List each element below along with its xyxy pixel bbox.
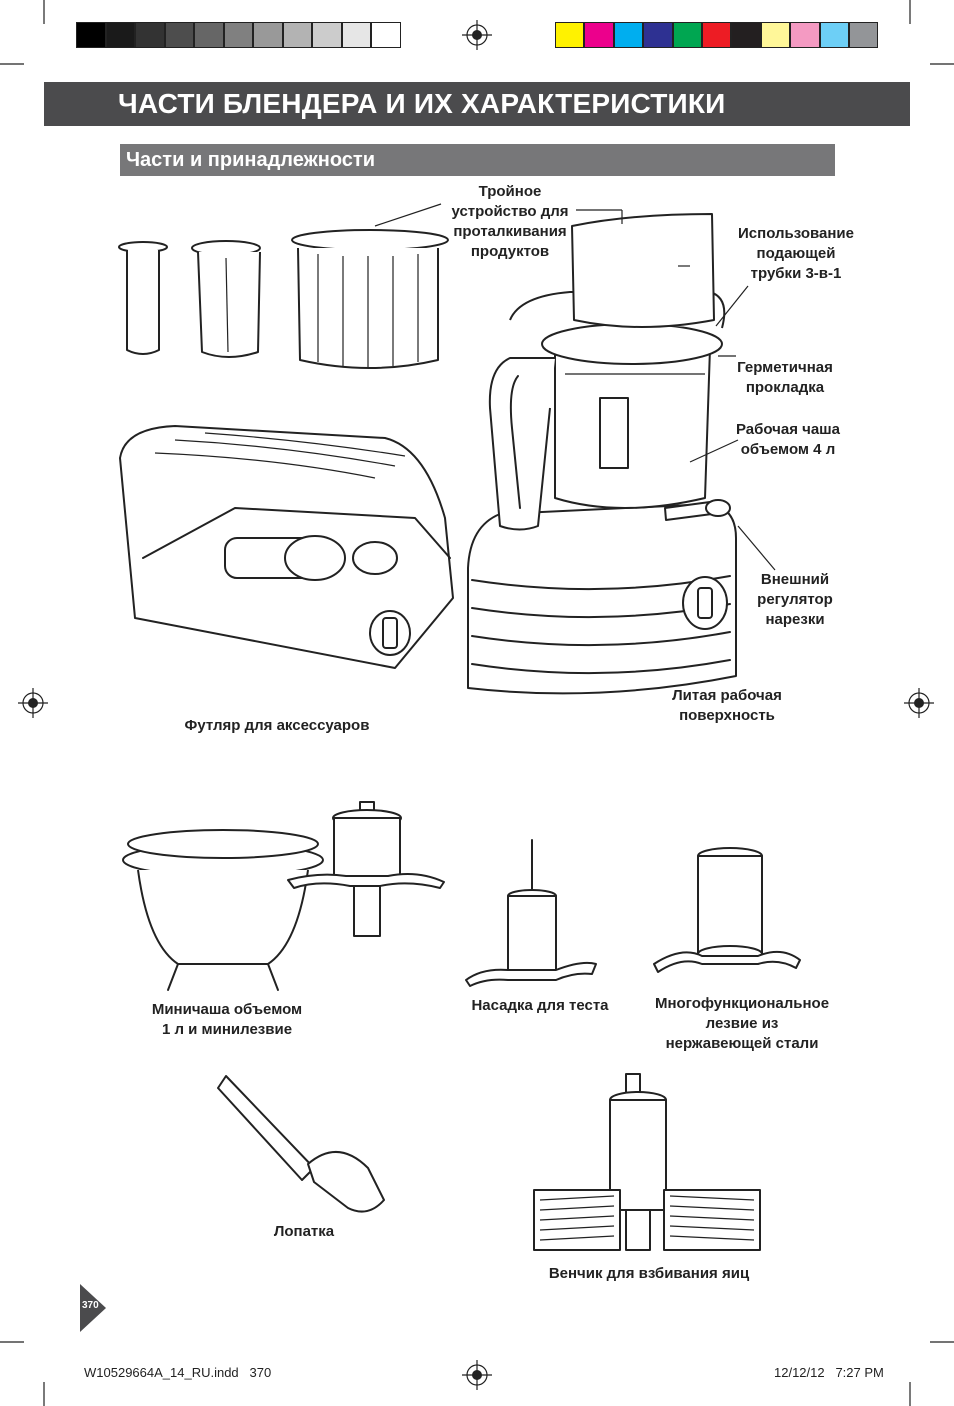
registration-target-icon [904, 688, 934, 718]
pusher-small-illustration [118, 241, 168, 355]
mini-bowl-illustration [122, 801, 445, 991]
color-swatch [223, 22, 253, 48]
label-feed-tube: Использование подающей трубки 3-в-1 [738, 225, 854, 282]
pusher-leader-line [374, 203, 442, 227]
accessory-case-illustration [119, 425, 454, 669]
multi-blade-illustration [653, 847, 801, 973]
color-swatch [555, 22, 585, 48]
registration-target-icon [462, 1360, 492, 1390]
color-swatch [702, 22, 732, 48]
label-seal: Герметичная прокладка [737, 359, 833, 396]
color-swatch [105, 22, 135, 48]
label-pusher: Тройное устройство для проталкивания про… [451, 183, 569, 260]
color-swatch [584, 22, 614, 48]
color-swatch [643, 22, 673, 48]
label-mini-bowl: Миничаша объемом 1 л и минилезвие [151, 1001, 303, 1038]
page-number: 370 [82, 1300, 99, 1311]
food-processor-illustration [467, 213, 737, 695]
footer-date: 12/12/12 7:27 PM [774, 1365, 884, 1380]
pusher-large-illustration [291, 229, 449, 369]
color-swatch [613, 22, 644, 48]
footer-file: W10529664A_14_RU.indd 370 [84, 1365, 272, 1380]
color-swatch [76, 22, 106, 48]
label-slicing-control: Внешний регулятор нарезки [757, 571, 833, 628]
spatula-illustration [217, 1075, 385, 1213]
dough-blade-illustration [465, 839, 597, 987]
label-whisk: Венчик для взбивания яиц [548, 1265, 750, 1282]
whisk-illustration [533, 1073, 761, 1251]
color-swatch [253, 22, 283, 48]
label-dough-blade: Насадка для теста [471, 997, 609, 1014]
section-title: Части и принадлежности [120, 144, 835, 176]
color-swatch [341, 22, 371, 48]
color-swatch [135, 22, 165, 48]
pusher-medium-illustration [191, 240, 261, 358]
color-swatch [371, 22, 401, 48]
color-swatch [849, 22, 879, 48]
color-swatch [790, 22, 820, 48]
color-swatch [164, 22, 194, 48]
label-base: Литая рабочая поверхность [672, 687, 782, 724]
color-swatch [760, 22, 791, 48]
color-swatch [282, 22, 312, 48]
label-case: Футляр для аксессуаров [184, 717, 370, 734]
color-swatch [194, 22, 224, 48]
label-spatula: Лопатка [273, 1223, 335, 1240]
color-swatch [819, 22, 849, 48]
registration-target-icon [18, 688, 48, 718]
color-swatch [312, 22, 342, 48]
color-swatch [672, 22, 702, 48]
page-number-tab [80, 1284, 106, 1332]
color-swatch [731, 22, 761, 48]
page-title: ЧАСТИ БЛЕНДЕРА И ИХ ХАРАКТЕРИСТИКИ [44, 82, 910, 126]
label-multi-blade: Многофункциональное лезвие из нержавеюще… [654, 995, 830, 1052]
registration-target-icon [462, 20, 492, 50]
label-bowl: Рабочая чаша объемом 4 л [735, 421, 841, 458]
